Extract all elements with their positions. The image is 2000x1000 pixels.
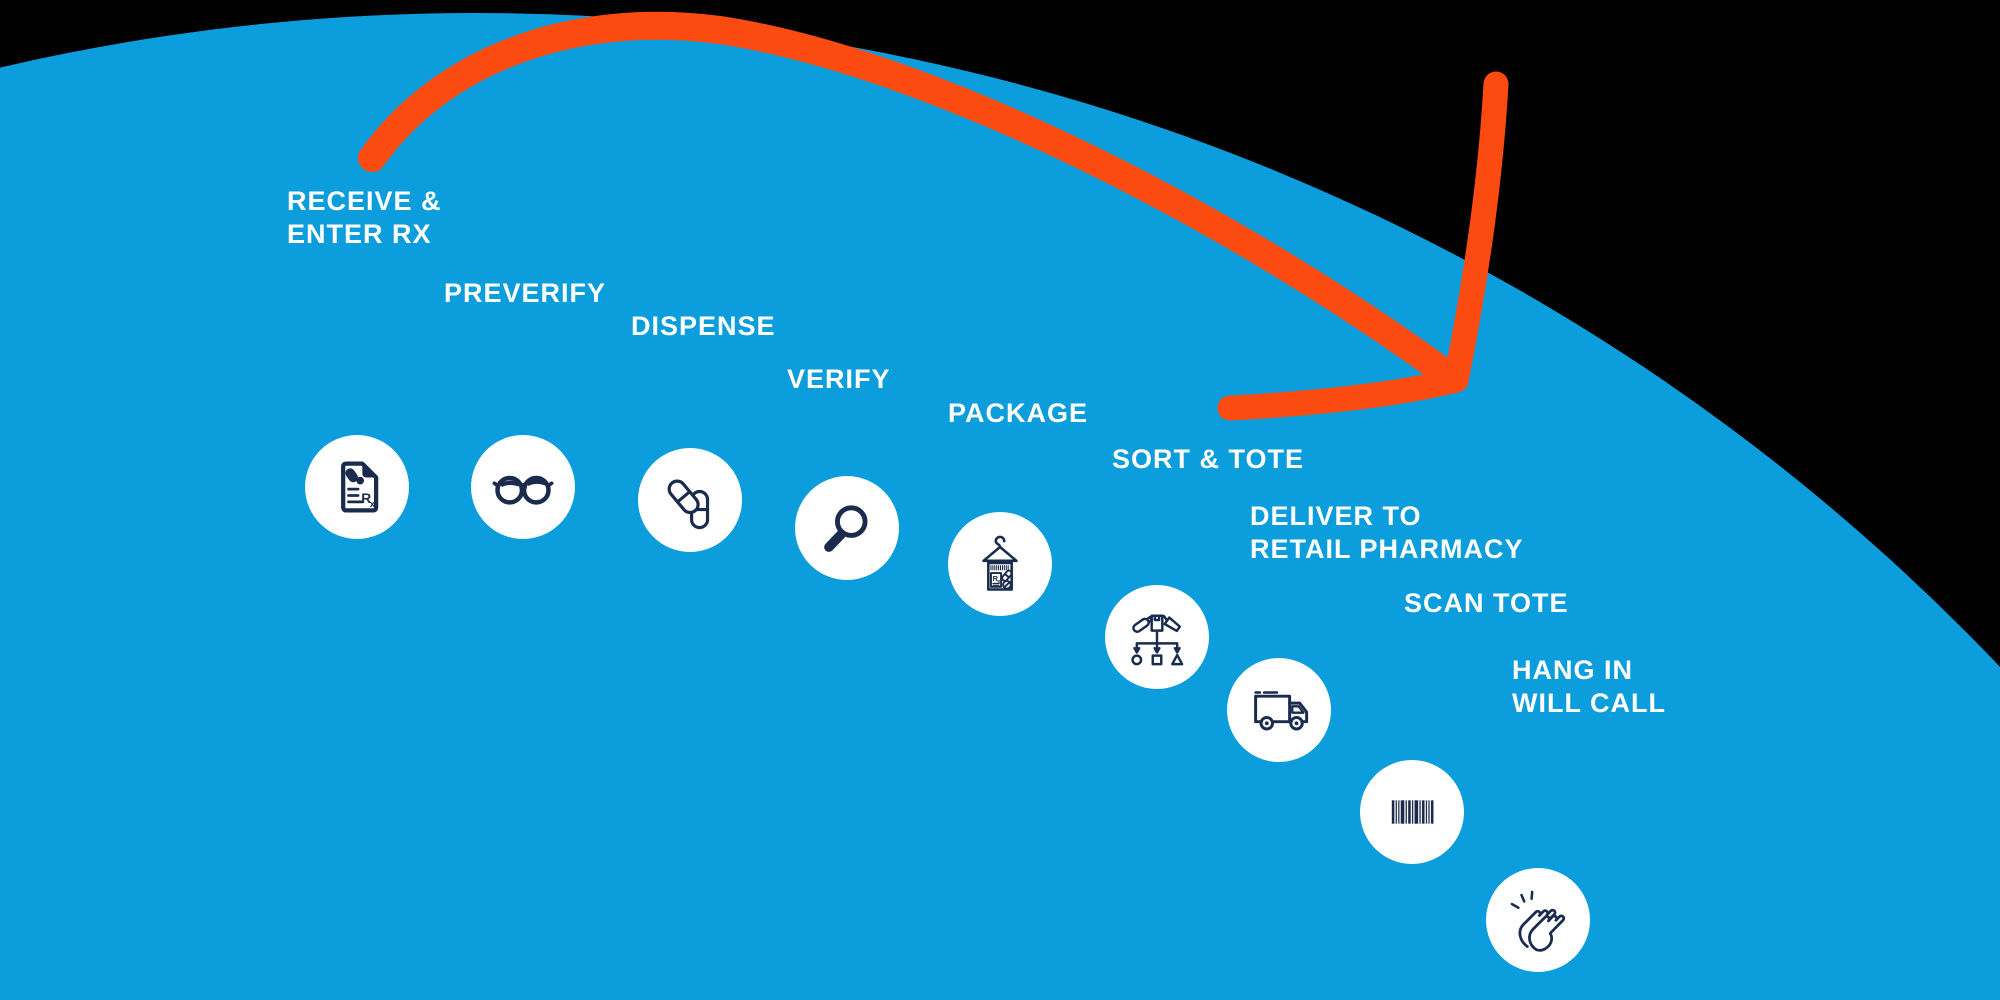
step-label-line: SORT & TOTE — [1112, 444, 1305, 474]
step-label-line: DELIVER TO — [1250, 501, 1422, 531]
barcode-icon — [1391, 800, 1434, 824]
step-icon-circle-receive: R x — [305, 435, 409, 539]
svg-text:R: R — [361, 490, 371, 506]
step-label-line: VERIFY — [787, 364, 891, 394]
step-icon-circle-package: R x — [948, 512, 1052, 616]
rx-document-icon: R x — [341, 461, 379, 513]
step-label-line: WILL CALL — [1512, 688, 1666, 718]
step-label-line: PREVERIFY — [444, 278, 607, 308]
step-label-line: HANG IN — [1512, 655, 1633, 685]
flow-arrow-barb-left — [1217, 367, 1469, 421]
step-label-package: PACKAGE — [948, 397, 1088, 430]
step-label-hang-in-will-call: HANG IN WILL CALL — [1512, 654, 1666, 720]
step-icon-circle-sort-tote — [1105, 585, 1209, 689]
step-label-deliver-retail-pharmacy: DELIVER TO RETAIL PHARMACY — [1250, 500, 1524, 566]
magnifier-icon — [824, 505, 868, 552]
capsules-icon — [667, 479, 710, 530]
delivery-truck-icon — [1254, 691, 1309, 731]
svg-text:x: x — [997, 579, 1000, 585]
step-icon-circle-hang-will-call — [1486, 868, 1590, 972]
step-label-dispense: DISPENSE — [631, 310, 776, 343]
step-label-scan-tote: SCAN TOTE — [1404, 587, 1569, 620]
svg-text:x: x — [370, 499, 376, 510]
step-label-preverify: PREVERIFY — [444, 277, 606, 310]
step-label-sort-tote: SORT & TOTE — [1112, 443, 1304, 476]
step-icon-circle-deliver — [1227, 658, 1331, 762]
flow-arrow-shaft — [358, 11, 1466, 392]
step-icon-circle-preverify — [471, 435, 575, 539]
step-label-line: RETAIL PHARMACY — [1250, 534, 1524, 564]
sort-items-icon — [1131, 614, 1184, 666]
step-label-line: SCAN TOTE — [1404, 588, 1569, 618]
step-icon-circle-scan-tote — [1360, 760, 1464, 864]
svg-text:R: R — [993, 574, 999, 583]
step-label-line: ENTER RX — [287, 219, 432, 249]
step-label-line: RECEIVE & — [287, 186, 442, 216]
hanger-bag-icon: R x — [982, 535, 1018, 591]
step-icon-circle-dispense — [638, 448, 742, 552]
eyeglasses-icon — [492, 475, 554, 505]
step-label-line: PACKAGE — [948, 398, 1089, 428]
step-label-verify: VERIFY — [787, 363, 891, 396]
step-icon-circle-verify — [795, 476, 899, 580]
step-label-line: DISPENSE — [631, 311, 776, 341]
flow-arrow-barb-up — [1443, 71, 1509, 393]
step-label-receive-enter-rx: RECEIVE & ENTER RX — [287, 185, 442, 251]
clapping-hands-icon — [1510, 890, 1566, 952]
